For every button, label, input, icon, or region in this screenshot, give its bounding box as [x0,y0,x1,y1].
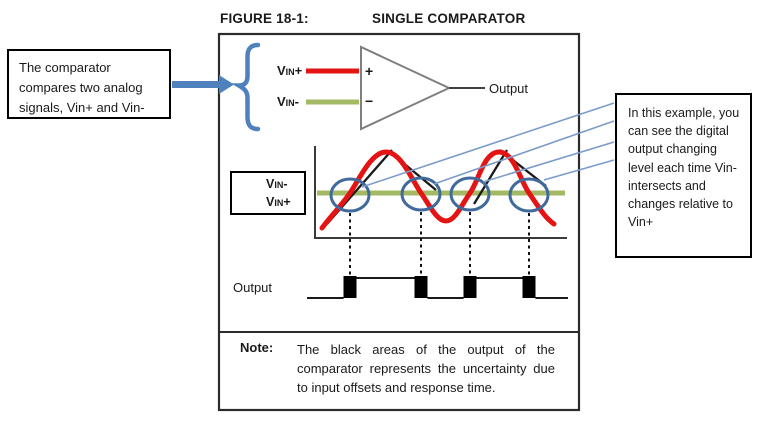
intersection-circle-4 [508,177,550,213]
minus-input-sign: − [365,93,374,109]
intersection-circle-2 [400,176,442,212]
left-callout-arrow [172,75,234,94]
comparator-output-label: Output [489,81,529,96]
graph-axes [314,146,567,239]
intersection-circle-1 [329,177,371,213]
right-callout-box: In this example, you can see the digital… [615,93,752,258]
note-text: The black areas of the output of the com… [297,342,555,395]
figure-title: SINGLE COMPARATOR [372,11,526,26]
vin-minus-label: Vin- [277,94,299,109]
legend-label-vin-minus: Vin- [266,177,288,191]
intersection-circle-3 [449,176,491,212]
legend-label-vin-plus: Vin+ [266,195,291,209]
right-callout-pointer-lines [361,102,615,188]
note-label: Note: [240,340,274,355]
vin-plus-label: Vin+ [277,63,303,78]
figure-frame [217,32,581,412]
legend-box [230,171,306,215]
output-waveform-label: Output [233,280,273,295]
figure-number: FIGURE 18-1: [220,11,309,26]
intersection-circles [329,176,550,213]
comparator-triangle [360,45,452,131]
plus-input-sign: + [365,63,374,79]
right-callout-text: In this example, you can see the digital… [628,106,740,230]
left-callout-text: The comparator compares two analog signa… [19,60,145,115]
output-waveform [307,276,568,299]
dashed-drop-lines [349,212,530,276]
left-callout-box: The comparator compares two analog signa… [7,49,171,119]
uncertainty-bars [343,276,536,298]
input-brace [230,42,261,132]
